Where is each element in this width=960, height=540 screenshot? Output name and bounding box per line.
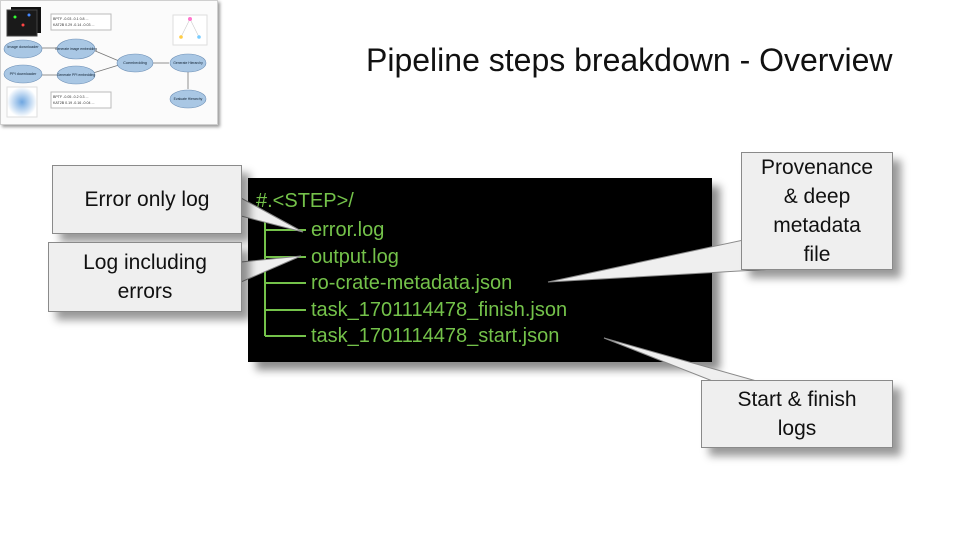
callout-provenance-line4: file — [803, 243, 831, 266]
pipeline-thumbnail: BPTF -0.03 -0.1 0.8 ... KAT2B 0.29 -0.14… — [0, 0, 218, 125]
callout-log-including-line2: errors — [117, 280, 173, 303]
hierarchy-node — [188, 17, 192, 21]
node-coembedding — [116, 53, 154, 73]
file-ro-crate-metadata: ro-crate-metadata.json — [311, 272, 513, 294]
hierarchy-node — [197, 35, 201, 39]
callout-start-finish-line1: Start & finish — [737, 388, 857, 411]
node-evaluate-hierarchy — [169, 89, 207, 109]
callout-error-only-log: Error only log — [52, 165, 242, 234]
table-top-row1: BPTF -0.03 -0.1 0.8 ... — [53, 17, 89, 21]
file-output-log: output.log — [311, 246, 399, 268]
file-task-finish: task_1701114478_finish.json — [311, 299, 568, 321]
cell-dot — [27, 13, 31, 17]
callout-log-including-errors: Log including errors — [48, 242, 242, 312]
callout-start-finish-line2: logs — [777, 417, 817, 440]
callout-start-finish-logs: Start & finish logs — [701, 380, 893, 448]
node-generate-image-embedding — [56, 38, 96, 60]
callout-error-only-text: Error only log — [84, 188, 210, 211]
node-image-downloader-label: Image downloader — [7, 45, 39, 49]
table-bottom-row2: KAT2B 0.19 -0.16 -0.04 ... — [53, 101, 94, 105]
tree-root: #.<STEP>/ — [256, 190, 354, 212]
table-top-row2: KAT2B 0.29 -0.14 -0.03 ... — [53, 23, 94, 27]
callout-provenance: Provenance & deep metadata file — [741, 152, 893, 270]
pipeline-thumbnail-diagram: BPTF -0.03 -0.1 0.8 ... KAT2B 0.29 -0.14… — [3, 7, 208, 118]
ppi-blob-image — [6, 86, 38, 118]
callout-provenance-line3: metadata — [773, 214, 861, 237]
table-bottom-row1: BPTF -0.05 -0.2 0.3 ... — [53, 95, 89, 99]
node-image-downloader — [3, 39, 43, 59]
cell-dot — [21, 23, 25, 27]
callout-provenance-line2: & deep — [783, 185, 851, 208]
file-task-start: task_1701114478_start.json — [311, 325, 560, 347]
node-ppi-downloader-label: PPI downloader — [10, 72, 38, 76]
node-generate-image-embedding-label: Generate image embedding — [55, 47, 97, 51]
node-generate-hierarchy-label: Generate Hierarchy — [173, 61, 203, 65]
callout-provenance-line1: Provenance — [760, 156, 874, 179]
embedding-table-bottom — [50, 91, 112, 109]
node-generate-ppi-embedding — [56, 65, 96, 85]
image-stack-front — [6, 9, 38, 37]
node-coembedding-label: Coembedding — [123, 61, 147, 65]
node-ppi-downloader — [3, 64, 43, 84]
node-generate-ppi-embedding-label: Generate PPI embedding — [57, 73, 95, 77]
node-evaluate-hierarchy-label: Evaluate Hierarchy — [174, 97, 203, 101]
hierarchy-glyph — [172, 14, 208, 46]
cell-dot — [13, 15, 17, 19]
file-error-log: error.log — [311, 219, 385, 241]
terminal-panel: #.<STEP>/ error.log output.log ro-crate-… — [248, 178, 712, 362]
node-generate-hierarchy — [169, 53, 207, 73]
hierarchy-node — [179, 35, 183, 39]
callout-log-including-line1: Log including — [83, 251, 207, 274]
slide-title: Pipeline steps breakdown - Overview — [366, 42, 893, 78]
embedding-table-top — [50, 13, 112, 31]
